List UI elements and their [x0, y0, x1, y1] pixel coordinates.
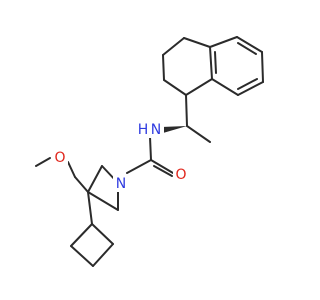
stereo-wedge	[161, 126, 187, 133]
bond-o-to-ch3	[35, 157, 51, 167]
bond-cb-1	[91, 223, 114, 245]
bond-cb-2	[92, 243, 114, 267]
atom-label-n-amide: N	[151, 122, 161, 138]
molecule-structure: H N O N O	[35, 36, 264, 267]
bond-ar-5	[211, 78, 239, 96]
bond-sat-3	[162, 37, 185, 56]
bond-quat-to-ch2	[74, 176, 89, 193]
bond-sat-4	[183, 37, 211, 48]
bond-ar-2	[236, 36, 263, 53]
bond-ar-4	[237, 81, 264, 96]
atom-label-o-ether: O	[54, 150, 65, 166]
atom-label-h: H	[138, 122, 149, 138]
bond-nh-to-c	[149, 136, 152, 161]
bond-az-3	[87, 191, 119, 211]
mask-o-ether	[52, 150, 68, 166]
bond-carbonyl-1	[150, 159, 174, 174]
bond-ar-double-3	[214, 51, 217, 74]
bond-sat-5	[209, 46, 213, 80]
mask-o-carbonyl	[173, 167, 189, 183]
bond-carbonyl-2	[153, 165, 173, 177]
bond-ar-1	[209, 36, 238, 48]
amide-group	[126, 136, 174, 177]
bond-ring-to-ch	[185, 94, 188, 127]
bond-cb-3	[70, 245, 94, 267]
bond-sat-2	[162, 54, 165, 81]
methoxymethyl-group	[35, 157, 89, 193]
tetrahydronaphthalene-saturated-ring	[162, 37, 213, 96]
atom-label-n-ring: N	[116, 176, 126, 192]
bond-ar-double-1	[237, 42, 257, 55]
bond-sat-1	[163, 79, 187, 96]
atom-label-o-carbonyl: O	[175, 167, 186, 183]
bond-sat-6	[185, 78, 213, 96]
cyclobutyl-group	[70, 191, 114, 267]
bond-ch2-to-o	[67, 161, 76, 178]
tetrahydronaphthalene-aromatic-ring	[209, 36, 264, 96]
mask-n-ring	[113, 176, 129, 192]
chiral-linker	[161, 94, 211, 143]
bond-ar-3	[261, 51, 264, 83]
bond-ar-double-2	[237, 78, 258, 90]
bond-az-2	[87, 165, 103, 193]
bond-ch-methyl	[186, 125, 211, 143]
bond-cb-4	[70, 223, 93, 247]
bond-quat-to-cb	[87, 191, 93, 225]
bond-c-to-ring-n	[126, 159, 152, 174]
mask-nh	[138, 122, 164, 138]
